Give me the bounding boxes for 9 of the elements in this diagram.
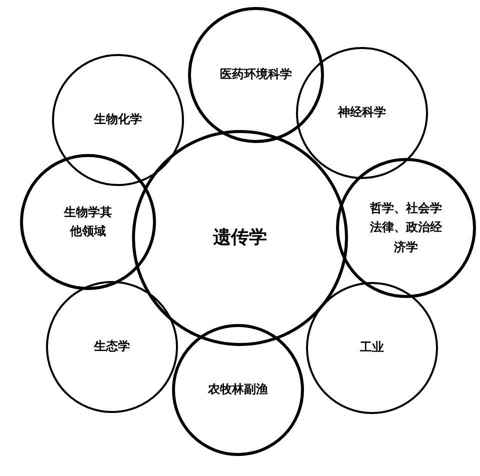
circle-label: 哲学、社会学法律、政治经济学: [370, 200, 442, 256]
circle-label: 遗传学: [212, 226, 268, 250]
circle-label: 生物化学: [92, 111, 143, 128]
circle-label: 神经科学: [336, 104, 387, 122]
circle-label: 医药环境科学: [219, 66, 293, 84]
circle-label: 生物学其他领域: [64, 204, 112, 240]
circle-label: 农牧林副渔: [206, 381, 269, 398]
circle-label: 工业: [359, 339, 385, 356]
circle-label: 生态学: [92, 338, 131, 356]
